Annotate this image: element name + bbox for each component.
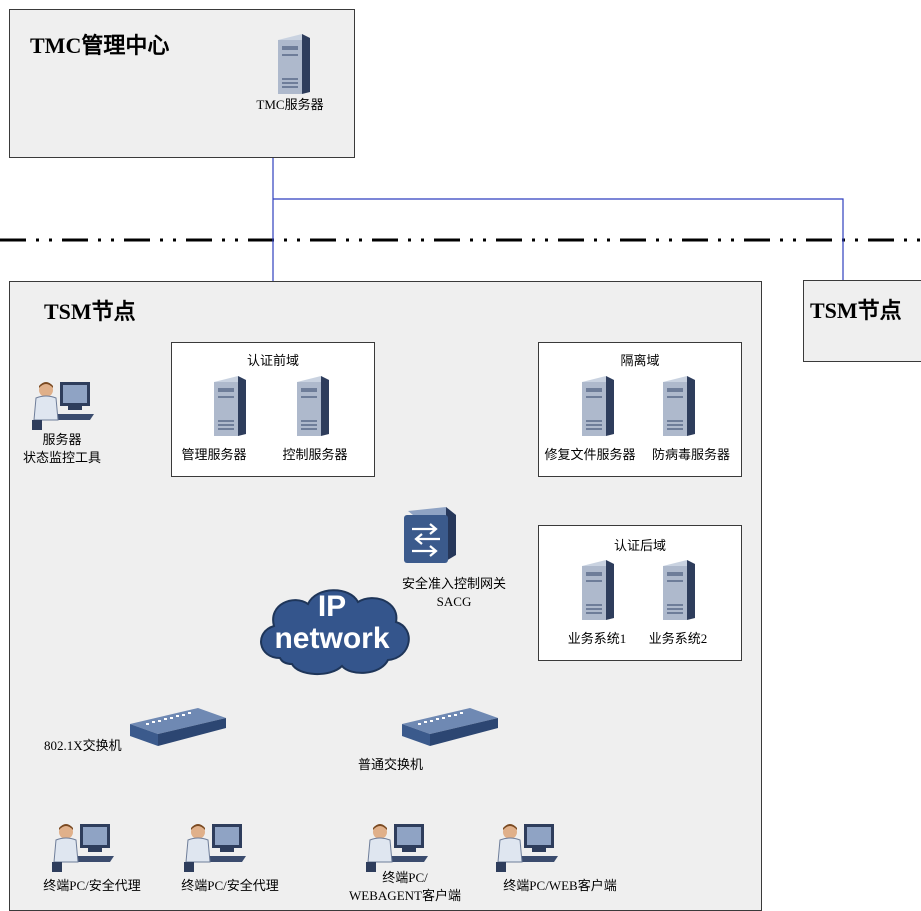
control-server-label: 控制服务器 bbox=[282, 447, 348, 462]
gateway-label-line1: 安全准入控制网关 bbox=[401, 576, 506, 591]
monitor-label-line1: 服务器 bbox=[42, 432, 82, 447]
tmc-server-label: TMC服务器 bbox=[256, 97, 324, 112]
management-server-label: 管理服务器 bbox=[181, 447, 247, 462]
tsm-main-title: TSM节点 bbox=[44, 299, 136, 324]
tmc-title: TMC管理中心 bbox=[30, 33, 170, 58]
post-auth-domain-box: 认证后域 bbox=[538, 525, 742, 661]
gateway-router-icon bbox=[404, 507, 456, 563]
terminal-4-icon bbox=[496, 824, 558, 872]
terminal-4-label: 终端PC/WEB客户端 bbox=[503, 878, 617, 893]
cloud-label-line1: IP bbox=[317, 590, 347, 623]
tsm-right-title: TSM节点 bbox=[810, 298, 902, 323]
dot1x-switch-label: 802.1X交换机 bbox=[44, 738, 122, 753]
antivirus-server-label: 防病毒服务器 bbox=[651, 447, 730, 462]
ip-network-cloud-icon bbox=[260, 589, 410, 675]
isolation-domain-box: 隔离域 bbox=[538, 342, 742, 477]
dot1x-switch-icon bbox=[130, 708, 226, 746]
business-system-1-icon bbox=[582, 560, 614, 620]
control-server-icon bbox=[297, 376, 329, 436]
pre-auth-domain-box: 认证前域 bbox=[171, 342, 375, 477]
tsm-right-panel: TSM节点 bbox=[803, 280, 921, 362]
terminal-2-label: 终端PC/安全代理 bbox=[181, 878, 279, 893]
business-system-1-label: 业务系统1 bbox=[567, 631, 627, 646]
tmc-to-tsm-right-link bbox=[273, 198, 844, 280]
terminal-3-label-line1: 终端PC/ bbox=[382, 870, 428, 885]
management-server-icon bbox=[214, 376, 246, 436]
terminal-2-icon bbox=[184, 824, 246, 872]
terminal-1-label: 终端PC/安全代理 bbox=[43, 878, 141, 893]
isolation-title: 隔离域 bbox=[620, 353, 660, 368]
business-system-2-label: 业务系统2 bbox=[648, 631, 708, 646]
tmc-server-icon bbox=[278, 34, 310, 94]
terminal-3-icon bbox=[366, 824, 428, 872]
terminal-3-label-line2: WEBAGENT客户端 bbox=[349, 888, 461, 903]
repair-file-server-icon bbox=[582, 376, 614, 436]
antivirus-server-icon bbox=[663, 376, 695, 436]
terminal-1-icon bbox=[52, 824, 114, 872]
monitor-workstation-icon bbox=[32, 382, 94, 430]
post-auth-title: 认证后域 bbox=[613, 538, 666, 553]
normal-switch-label: 普通交换机 bbox=[358, 757, 424, 772]
normal-switch-icon bbox=[402, 708, 498, 746]
pre-auth-title: 认证前域 bbox=[246, 353, 299, 368]
repair-file-server-label: 修复文件服务器 bbox=[544, 447, 636, 462]
business-system-2-icon bbox=[663, 560, 695, 620]
cloud-label-line2: network bbox=[274, 622, 390, 655]
monitor-label-line2: 状态监控工具 bbox=[22, 450, 101, 465]
gateway-label-line2: SACG bbox=[436, 594, 472, 609]
